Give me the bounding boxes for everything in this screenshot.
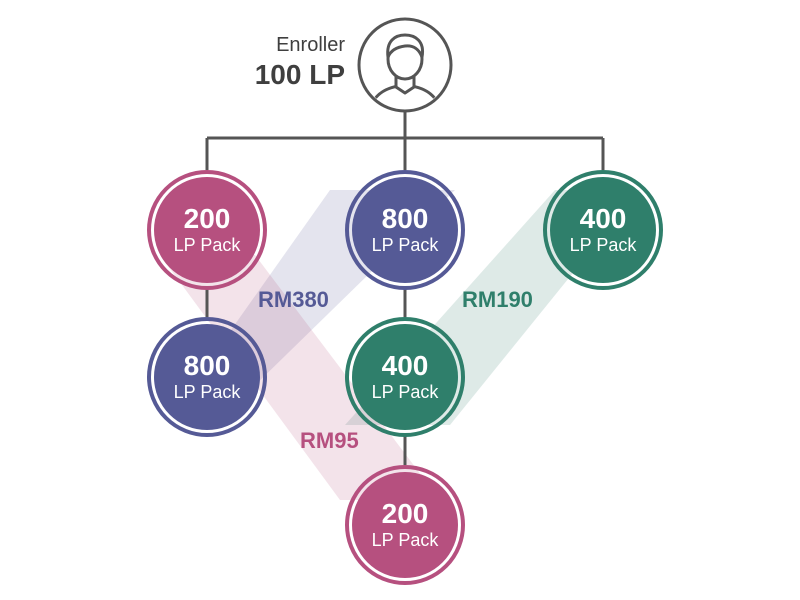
pack-node-level1-left: 200 LP Pack (147, 170, 267, 290)
pack-node-level2-middle: 400 LP Pack (345, 317, 465, 437)
pack-node-level2-left: 800 LP Pack (147, 317, 267, 437)
pack-unit: LP Pack (173, 382, 241, 402)
pack-amount: 400 (579, 203, 627, 234)
pink-commission-band (160, 255, 440, 500)
enroller-points: 100 LP (254, 59, 345, 90)
pack-amount: 800 (183, 350, 231, 381)
pack-node-level3-middle: 200 LP Pack (345, 465, 465, 585)
commission-label-green: RM190 (462, 287, 533, 312)
pack-unit: LP Pack (173, 235, 241, 255)
pack-unit: LP Pack (371, 382, 439, 402)
connector-lines (205, 112, 605, 465)
enroller-label: Enroller 100 LP (255, 32, 345, 92)
commission-label-blue: RM380 (258, 287, 329, 312)
pack-node-level1-middle: 800 LP Pack (345, 170, 465, 290)
pack-amount: 200 (183, 203, 231, 234)
pack-unit: LP Pack (371, 530, 439, 550)
pack-node-level1-right: 400 LP Pack (543, 170, 663, 290)
pack-unit: LP Pack (371, 235, 439, 255)
enroller-title: Enroller (276, 34, 345, 56)
user-icon (355, 15, 455, 115)
pack-amount: 200 (381, 498, 429, 529)
pack-unit: LP Pack (569, 235, 637, 255)
pack-amount: 800 (381, 203, 429, 234)
pack-amount: 400 (381, 350, 429, 381)
commission-label-pink: RM95 (300, 428, 359, 453)
